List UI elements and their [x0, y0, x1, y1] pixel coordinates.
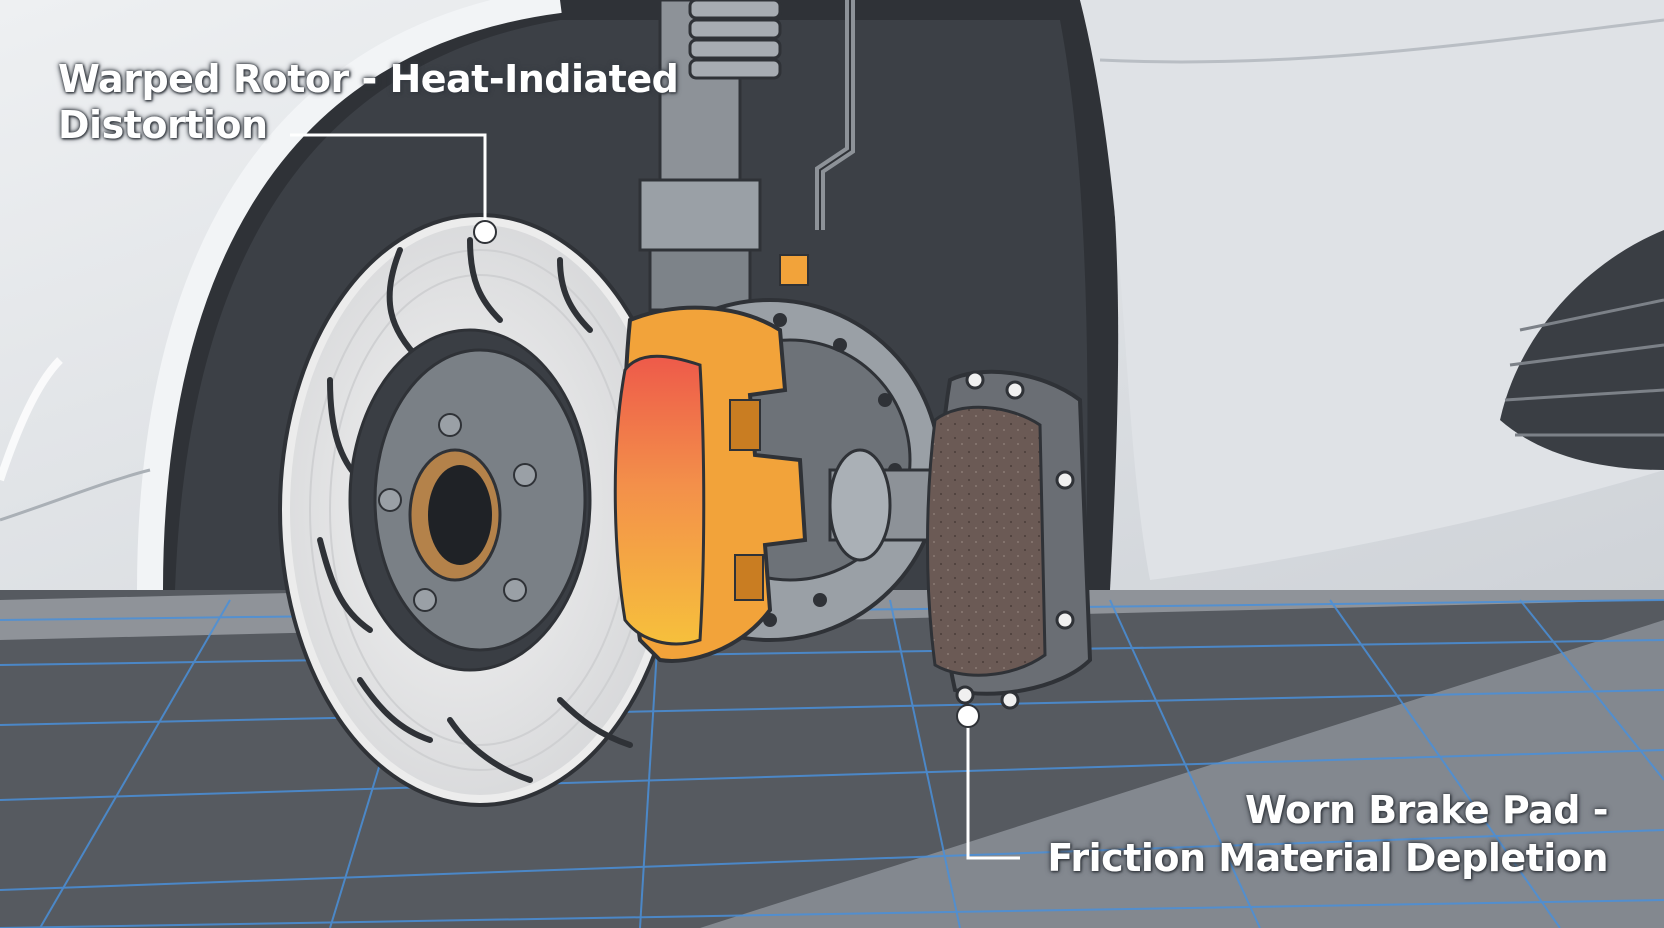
pad-callout-label: Worn Brake Pad - Friction Material Deple… [1047, 786, 1608, 882]
pad-leader-line [966, 718, 1020, 860]
pad-callout-line1: Worn Brake Pad - [1245, 788, 1608, 832]
rotor-leader-line [290, 133, 487, 230]
floor-grid [0, 599, 1664, 928]
rotor-callout-label: Warped Rotor - Heat-Indiated Distortion [58, 56, 679, 148]
pad-callout-line2: Friction Material Depletion [1047, 836, 1608, 880]
rotor-leader-dot [473, 220, 497, 244]
callout-leaders [290, 133, 1020, 860]
brake-rotor-icon [278, 213, 682, 807]
rotor-callout-line1: Warped Rotor - Heat-Indiated [58, 57, 679, 101]
suspension-strut [638, 0, 855, 312]
pad-leader-dot [956, 704, 980, 728]
brake-pad-icon [926, 369, 1093, 710]
rotor-callout-line2: Distortion [58, 103, 268, 147]
brake-caliper-icon [613, 305, 808, 663]
